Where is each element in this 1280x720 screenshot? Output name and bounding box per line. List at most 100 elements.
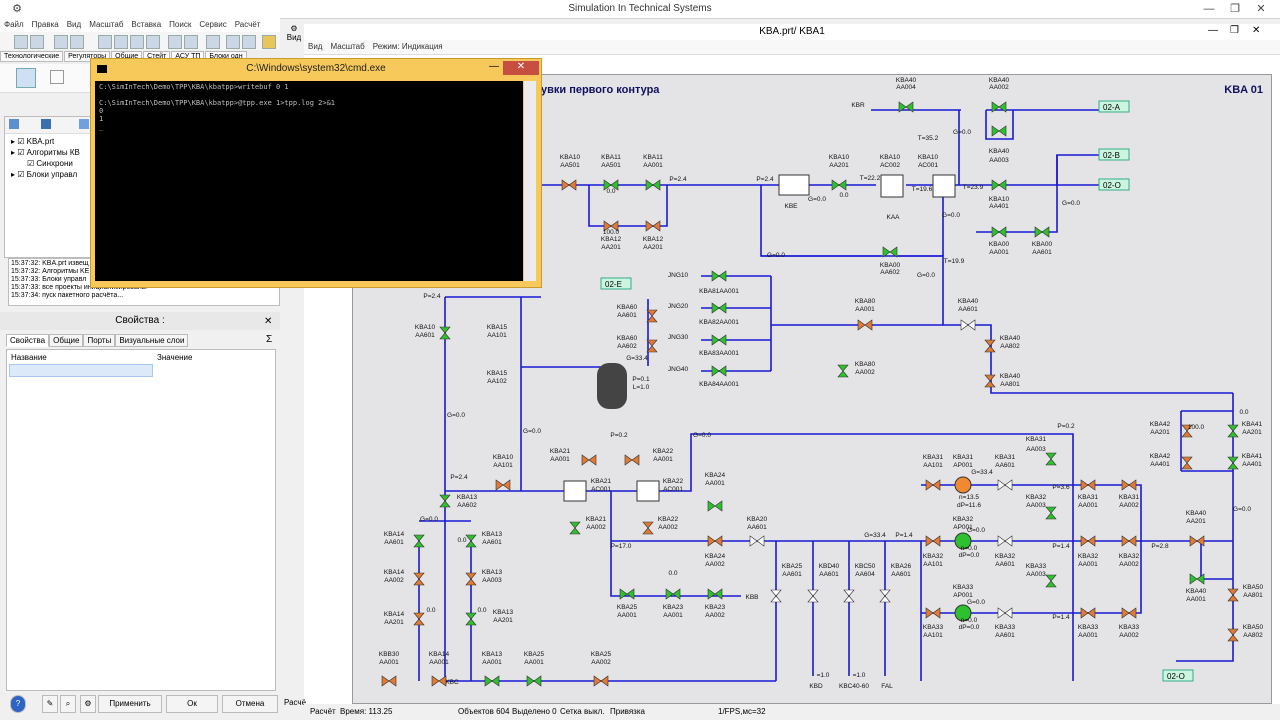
valve-icon[interactable] [831, 179, 847, 191]
valve-icon[interactable] [1181, 424, 1193, 438]
valve-icon[interactable] [642, 521, 654, 535]
doc-menu-item-1[interactable]: Масштаб [330, 42, 365, 51]
up-icon[interactable] [79, 119, 89, 129]
help-button[interactable]: ? [10, 695, 26, 713]
menu-item-1[interactable]: Правка [31, 20, 59, 29]
list-icon[interactable] [9, 119, 19, 129]
delete-icon[interactable] [146, 35, 160, 49]
tree-item[interactable]: ☑ Синхрони [27, 159, 73, 168]
valve-icon[interactable] [1080, 607, 1096, 619]
valve-icon[interactable] [1045, 506, 1057, 520]
cmd-window[interactable]: C:\Windows\system32\cmd.exe — ✕ C:\SimIn… [90, 58, 542, 288]
valve-icon[interactable] [381, 675, 397, 687]
valve-icon[interactable] [603, 220, 619, 232]
save-icon[interactable] [54, 35, 68, 49]
valve-icon[interactable] [561, 179, 577, 191]
valve-icon[interactable] [882, 246, 898, 258]
valve-icon[interactable] [960, 319, 976, 331]
valve-icon[interactable] [1189, 535, 1205, 547]
valve-icon[interactable] [770, 589, 782, 603]
menu-item-4[interactable]: Вставка [131, 20, 162, 29]
valve-icon[interactable] [1045, 452, 1057, 466]
tree-item[interactable]: ▸ ☑ Блоки управл [11, 170, 78, 179]
apply-button[interactable]: Применить [98, 695, 162, 713]
cut-icon[interactable] [98, 35, 112, 49]
valve-icon[interactable] [711, 365, 727, 377]
binoculars-icon[interactable]: ⌕ [60, 695, 76, 713]
valve-icon[interactable] [465, 612, 477, 626]
valve-icon[interactable] [807, 589, 819, 603]
valve-icon[interactable] [1227, 456, 1239, 470]
undo-icon[interactable] [168, 35, 182, 49]
minimize-button[interactable]: — [1203, 3, 1215, 15]
valve-icon[interactable] [991, 226, 1007, 238]
menu-item-6[interactable]: Сервис [199, 20, 227, 29]
valve-icon[interactable] [569, 521, 581, 535]
valve-icon[interactable] [484, 675, 500, 687]
side-tab-calc[interactable]: Расчё [284, 698, 307, 707]
ok-button[interactable]: Ок [166, 695, 218, 713]
doc-menu-item-0[interactable]: Вид [308, 42, 323, 51]
doc-close-button[interactable]: ✕ [1252, 25, 1261, 36]
side-tab-view[interactable]: ⚙Вид [286, 24, 302, 42]
properties-tab-1[interactable]: Общие [49, 334, 84, 347]
valve-icon[interactable] [413, 612, 425, 626]
text-tool-icon[interactable] [50, 70, 64, 84]
cmd-close-button[interactable]: ✕ [503, 61, 539, 75]
open-file-icon[interactable] [30, 35, 44, 49]
valve-icon[interactable] [624, 454, 640, 466]
properties-tab-0[interactable]: Свойства [6, 334, 50, 347]
valve-icon[interactable] [465, 534, 477, 548]
valve-icon[interactable] [431, 675, 447, 687]
valve-icon[interactable] [707, 535, 723, 547]
valve-icon[interactable] [646, 309, 658, 323]
valve-icon[interactable] [645, 220, 661, 232]
valve-icon[interactable] [526, 675, 542, 687]
valve-icon[interactable] [997, 535, 1013, 547]
valve-icon[interactable] [997, 479, 1013, 491]
property-row[interactable] [9, 364, 153, 377]
menu-item-7[interactable]: Расчёт [234, 20, 261, 29]
sigma-icon[interactable]: Σ [266, 334, 273, 345]
maximize-button[interactable]: ❐ [1230, 3, 1240, 15]
valve-icon[interactable] [707, 588, 723, 600]
valve-icon[interactable] [1045, 574, 1057, 588]
valve-icon[interactable] [603, 179, 619, 191]
valve-icon[interactable] [1121, 607, 1137, 619]
doc-minimize-button[interactable]: — [1208, 25, 1218, 36]
pump-icon[interactable] [954, 604, 972, 622]
valve-icon[interactable] [413, 534, 425, 548]
valve-icon[interactable] [495, 479, 511, 491]
valve-icon[interactable] [581, 454, 597, 466]
settings-icon[interactable]: ⚙ [80, 695, 96, 713]
valve-icon[interactable] [1189, 573, 1205, 585]
tree-item[interactable]: ▸ ☑ KBA.prt [11, 137, 55, 146]
properties-tab-2[interactable]: Порты [83, 334, 116, 347]
valve-icon[interactable] [879, 589, 891, 603]
valve-icon[interactable] [1227, 424, 1239, 438]
cancel-button[interactable]: Отмена [222, 695, 278, 713]
valve-icon[interactable] [984, 374, 996, 388]
expand-icon[interactable] [41, 119, 51, 129]
brush-icon[interactable] [262, 35, 276, 49]
close-properties-icon[interactable]: ✕ [264, 316, 273, 327]
cursor-tool-icon[interactable] [16, 68, 36, 88]
valve-icon[interactable] [1181, 456, 1193, 470]
palette-tab-1[interactable]: Регуляторы [64, 51, 111, 62]
cmd-output[interactable]: C:\SimInTech\Demo\TPP\KBA\kbatpp>writebu… [95, 81, 523, 281]
valve-icon[interactable] [645, 179, 661, 191]
copy-icon[interactable] [114, 35, 128, 49]
valve-icon[interactable] [1121, 535, 1137, 547]
valve-icon[interactable] [925, 607, 941, 619]
cmd-scrollbar[interactable] [524, 81, 536, 281]
new-file-icon[interactable] [14, 35, 28, 49]
valve-icon[interactable] [857, 319, 873, 331]
valve-icon[interactable] [1080, 479, 1096, 491]
valve-icon[interactable] [997, 607, 1013, 619]
valve-icon[interactable] [925, 479, 941, 491]
valve-icon[interactable] [439, 494, 451, 508]
close-button[interactable]: ✕ [1256, 3, 1266, 15]
valve-icon[interactable] [413, 572, 425, 586]
valve-icon[interactable] [646, 339, 658, 353]
valve-icon[interactable] [925, 535, 941, 547]
